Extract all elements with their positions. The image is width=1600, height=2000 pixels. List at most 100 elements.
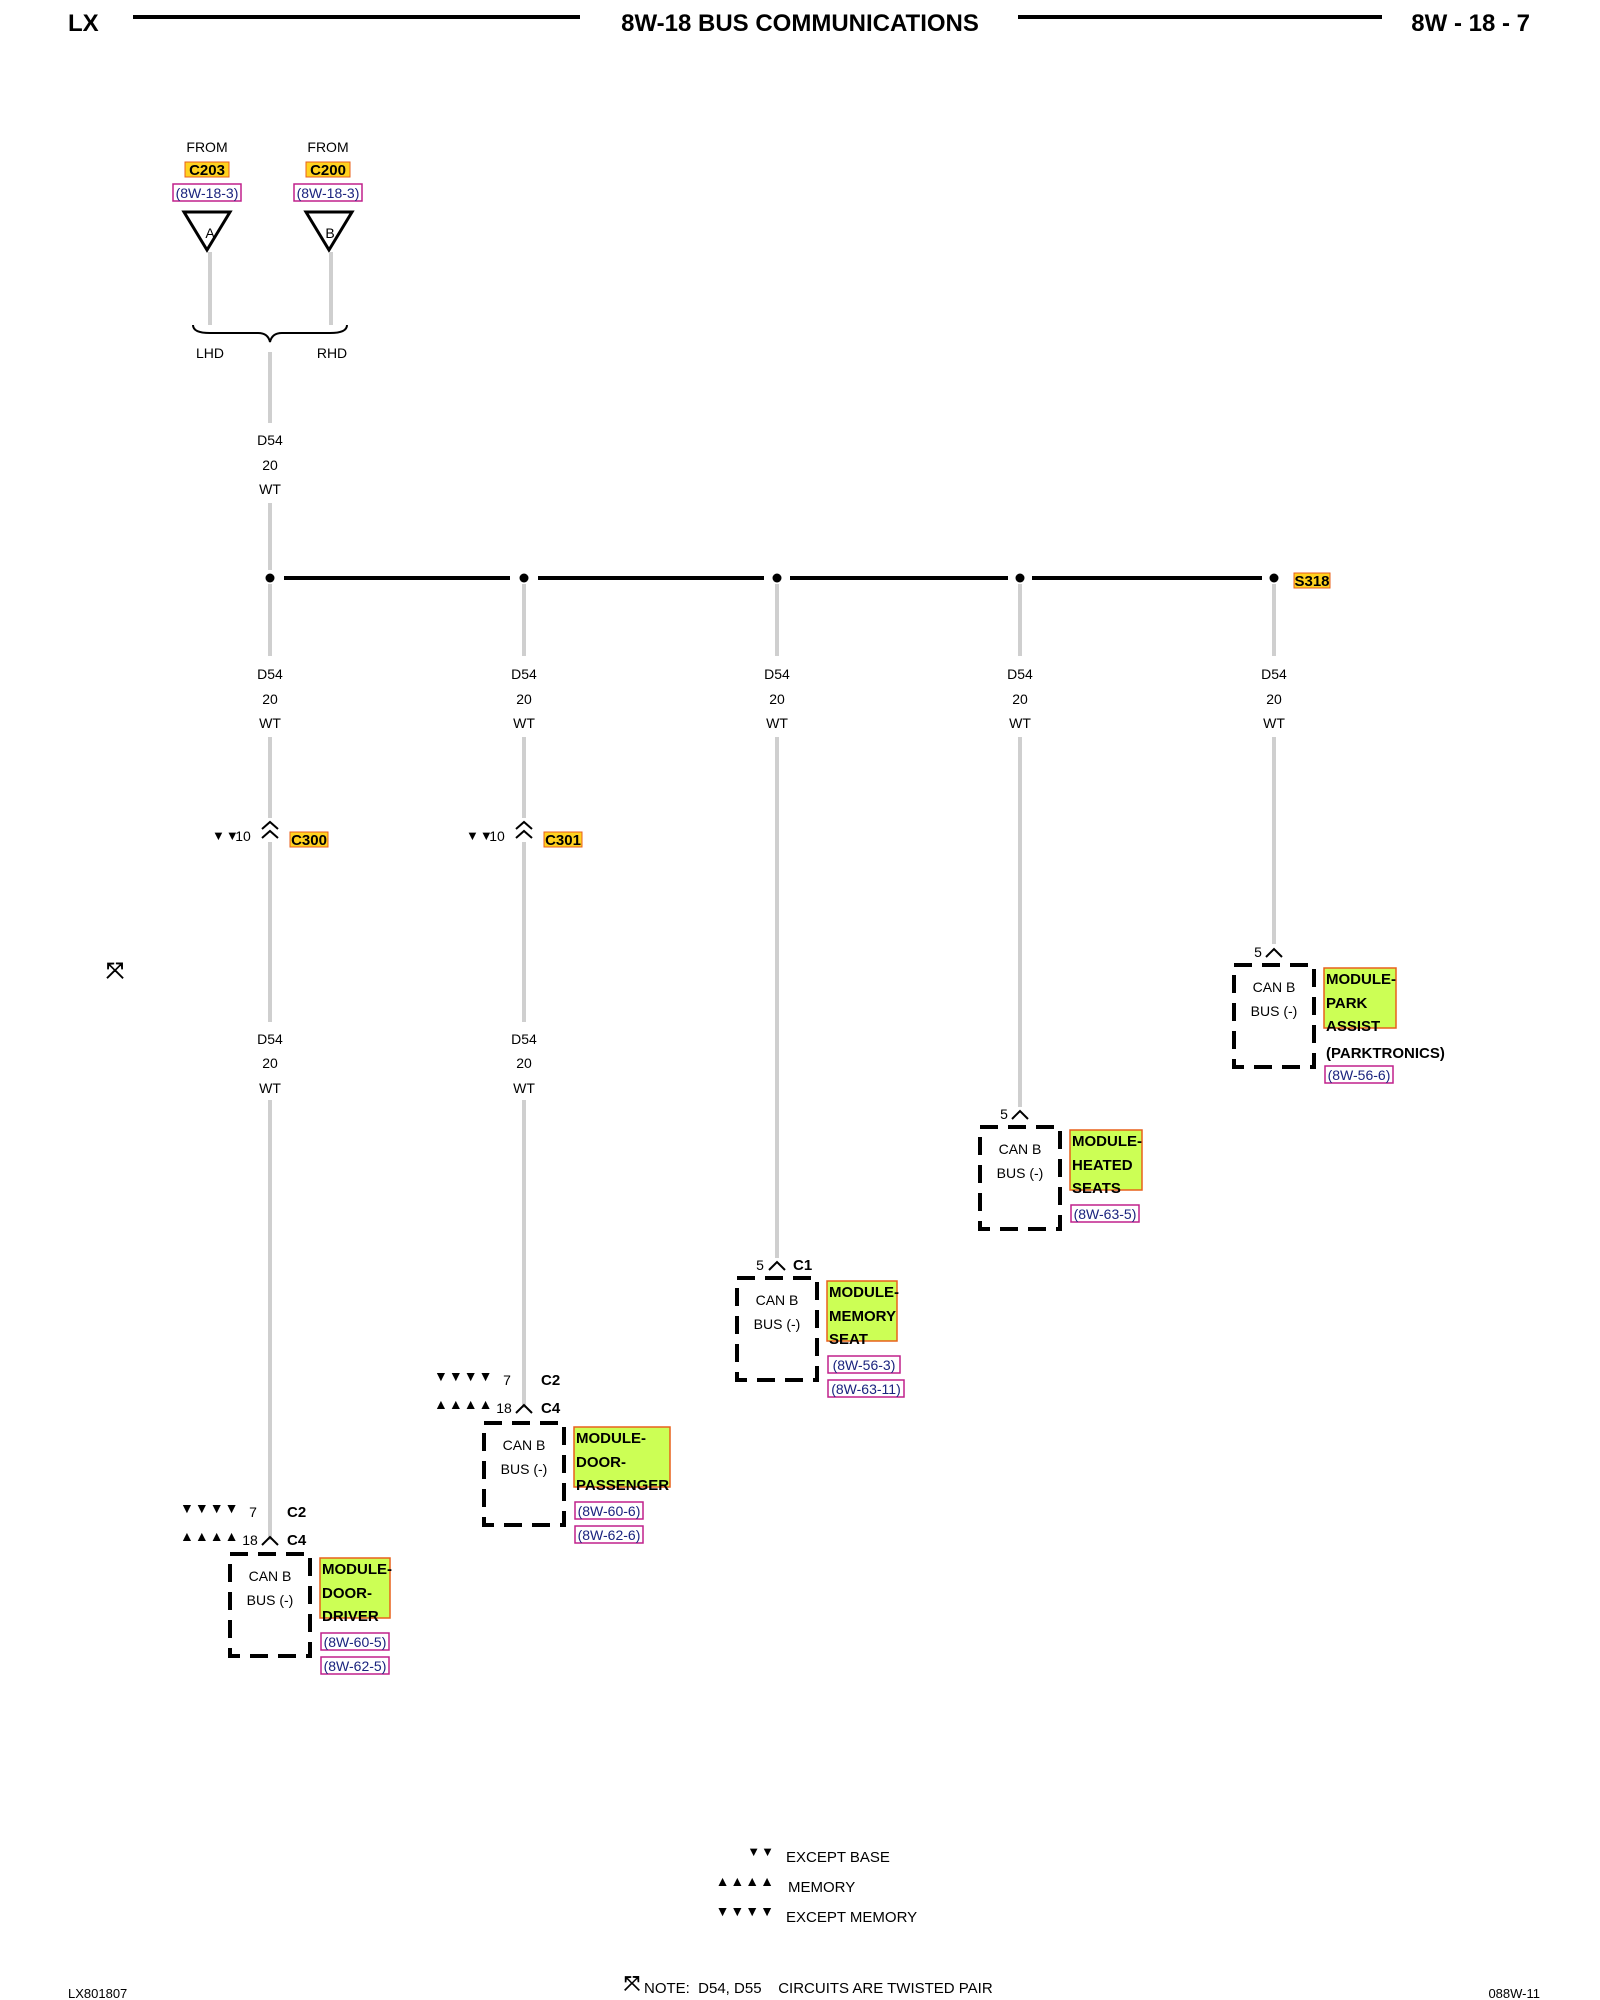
svg-text:5: 5 [756, 1257, 764, 1273]
svg-text:D54: D54 [1261, 666, 1287, 682]
svg-text:D54: D54 [257, 432, 283, 448]
svg-text:5: 5 [1000, 1106, 1008, 1122]
svg-text:20: 20 [262, 691, 278, 707]
svg-text:HEATED: HEATED [1072, 1157, 1133, 1174]
twisted-pair-icon: ⤧ [106, 958, 124, 983]
svg-text:5: 5 [1254, 944, 1262, 960]
svg-text:D54: D54 [764, 666, 790, 682]
drive-brace [192, 324, 348, 343]
svg-text:WT: WT [259, 481, 281, 497]
source-ref: (8W-18-3) [297, 185, 360, 201]
svg-text:WT: WT [259, 715, 281, 731]
wire-label: D54 20 WT [764, 666, 790, 731]
branch-door-passenger: D54 20 WT ▼▼ 10 C301 D54 20 WT ▼▼▼▼ 7 C2… [434, 666, 671, 1544]
branch-memory-seat: D54 20 WT 5 C1 CAN B BUS (-) MODULE- MEM… [735, 666, 905, 1398]
svg-text:20: 20 [1012, 691, 1028, 707]
svg-text:7: 7 [503, 1372, 511, 1388]
legend: ▼▼ EXCEPT BASE ▲▲▲▲ MEMORY ▼▼▼▼ EXCEPT M… [716, 1844, 918, 1926]
source-b: FROM C200 (8W-18-3) B RHD [293, 139, 363, 361]
footer-left: LX801807 [68, 1986, 127, 2000]
svg-text:C4: C4 [541, 1400, 561, 1417]
source-cavity: B [325, 225, 334, 241]
svg-text:D54: D54 [511, 1031, 537, 1047]
source-triangle-icon [303, 210, 355, 253]
wire-label: D54 20 WT [257, 1031, 283, 1096]
svg-text:20: 20 [262, 457, 278, 473]
svg-text:CAN B: CAN B [1253, 979, 1296, 995]
inline-marker: ▼▼ [212, 828, 240, 843]
note-icon: ⤧ [624, 1973, 640, 1995]
note-text: NOTE: D54, D55 CIRCUITS ARE TWISTED PAIR [644, 1980, 993, 1997]
svg-text:ASSIST: ASSIST [1326, 1018, 1380, 1035]
svg-text:▼▼▼▼: ▼▼▼▼ [434, 1368, 493, 1384]
inline-marker: ▼▼ [466, 828, 494, 843]
svg-text:D54: D54 [257, 666, 283, 682]
legend-text: EXCEPT BASE [786, 1849, 890, 1866]
module-ref: (8W-62-5) [324, 1658, 387, 1674]
inline-pin: 10 [489, 828, 505, 844]
module-highlight [319, 1557, 391, 1619]
module-name: MODULE- [1326, 971, 1396, 988]
source-from-label: FROM [307, 139, 348, 155]
pin-connector-icon [515, 1403, 533, 1414]
branch-door-driver: D54 20 WT ▼▼ 10 C300 D54 20 WT ▼▼▼▼ 7 C2… [180, 666, 392, 1675]
svg-text:CAN B: CAN B [756, 1292, 799, 1308]
svg-text:20: 20 [516, 691, 532, 707]
module-highlight [826, 1280, 898, 1342]
source-connector: C203 [189, 162, 225, 179]
splice-label: S318 [1294, 573, 1329, 590]
inline-connector-icon [261, 820, 279, 839]
svg-text:SEAT: SEAT [829, 1331, 868, 1348]
svg-text:WT: WT [766, 715, 788, 731]
module-name: MODULE- [1072, 1133, 1142, 1150]
svg-text:BUS (-): BUS (-) [997, 1165, 1044, 1181]
svg-text:7: 7 [249, 1504, 257, 1520]
module-note: (PARKTRONICS) [1326, 1045, 1445, 1062]
module-highlight [1323, 967, 1397, 1029]
module-ref: (8W-56-3) [833, 1357, 896, 1373]
module-box [228, 1552, 312, 1658]
svg-text:D54: D54 [1007, 666, 1033, 682]
module-ref: (8W-63-5) [1074, 1206, 1137, 1222]
pin-connector-icon [1011, 1109, 1029, 1120]
trunk-wire-label: D54 20 WT [257, 432, 283, 497]
module-box [1232, 963, 1316, 1069]
legend-text: EXCEPT MEMORY [786, 1909, 917, 1926]
wire-label: D54 20 WT [511, 666, 537, 731]
inline-pin: 10 [235, 828, 251, 844]
header-left: LX [68, 10, 99, 37]
svg-text:DOOR-: DOOR- [576, 1454, 626, 1471]
svg-text:DOOR-: DOOR- [322, 1585, 372, 1602]
source-connector: C200 [310, 162, 346, 179]
svg-text:18: 18 [496, 1400, 512, 1416]
source-ref: (8W-18-3) [176, 185, 239, 201]
svg-text:BUS (-): BUS (-) [754, 1316, 801, 1332]
svg-text:CAN B: CAN B [999, 1141, 1042, 1157]
svg-text:C4: C4 [287, 1532, 307, 1549]
page-number: 8W - 18 - 7 [1411, 10, 1530, 37]
wire-label: D54 20 WT [257, 666, 283, 731]
legend-text: MEMORY [788, 1879, 855, 1896]
svg-text:WT: WT [1263, 715, 1285, 731]
module-name: MODULE- [322, 1561, 392, 1578]
source-a: FROM C203 (8W-18-3) A LHD [172, 139, 242, 361]
footer-right: 088W-11 [1488, 1986, 1540, 2000]
svg-text:MEMORY: MEMORY [829, 1308, 896, 1325]
pin-connector-icon [261, 1535, 279, 1546]
splice-dots [265, 573, 1279, 583]
pin-connector-icon [1265, 947, 1283, 958]
module-box [735, 1276, 819, 1382]
legend-marker: ▼▼ [747, 1844, 775, 1859]
legend-marker: ▼▼▼▼ [716, 1903, 775, 1919]
wire-label: D54 20 WT [511, 1031, 537, 1096]
drive-label: RHD [317, 345, 347, 361]
module-box [978, 1125, 1062, 1231]
inline-connector: C300 [291, 832, 327, 849]
svg-text:WT: WT [259, 1080, 281, 1096]
svg-text:BUS (-): BUS (-) [501, 1461, 548, 1477]
svg-text:CAN B: CAN B [503, 1437, 546, 1453]
module-ref: (8W-60-6) [578, 1503, 641, 1519]
svg-text:18: 18 [242, 1532, 258, 1548]
module-ref: (8W-63-11) [831, 1381, 901, 1397]
